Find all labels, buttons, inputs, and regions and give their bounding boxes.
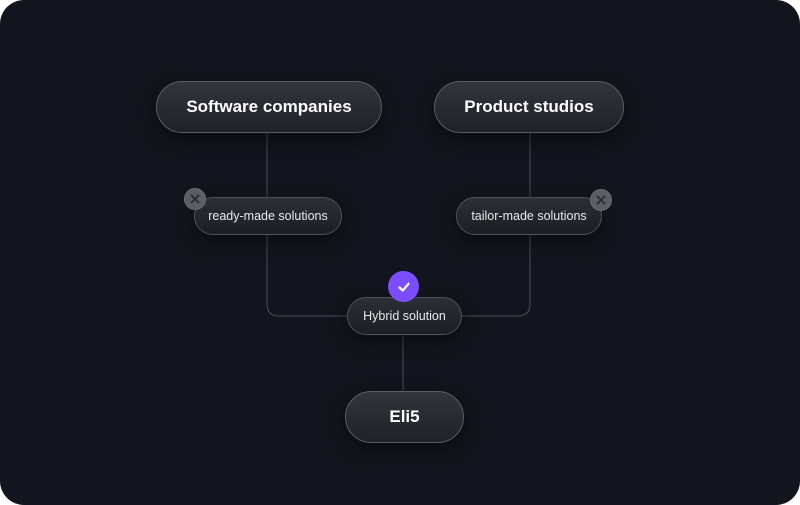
result-node-hybrid-solution: Hybrid solution <box>347 297 462 335</box>
source-node-product-studios: Product studios <box>434 81 624 133</box>
target-label: Eli5 <box>389 407 420 426</box>
result-label: Hybrid solution <box>363 309 446 323</box>
accept-badge-hybrid <box>388 271 419 302</box>
option-node-ready-made: ready-made solutions <box>194 197 342 235</box>
source-label: Product studios <box>464 97 594 116</box>
source-label: Software companies <box>186 97 352 116</box>
reject-badge-tailor-made <box>590 189 612 211</box>
connector-right <box>460 133 531 317</box>
reject-badge-ready-made <box>184 188 206 210</box>
option-label: tailor-made solutions <box>471 209 587 223</box>
close-icon <box>596 195 606 205</box>
target-node-eli5: Eli5 <box>345 391 464 443</box>
check-icon <box>397 282 410 292</box>
connector-left <box>266 133 350 317</box>
option-node-tailor-made: tailor-made solutions <box>456 197 602 235</box>
source-node-software-companies: Software companies <box>156 81 382 133</box>
close-icon <box>190 194 200 204</box>
option-label: ready-made solutions <box>208 209 328 223</box>
